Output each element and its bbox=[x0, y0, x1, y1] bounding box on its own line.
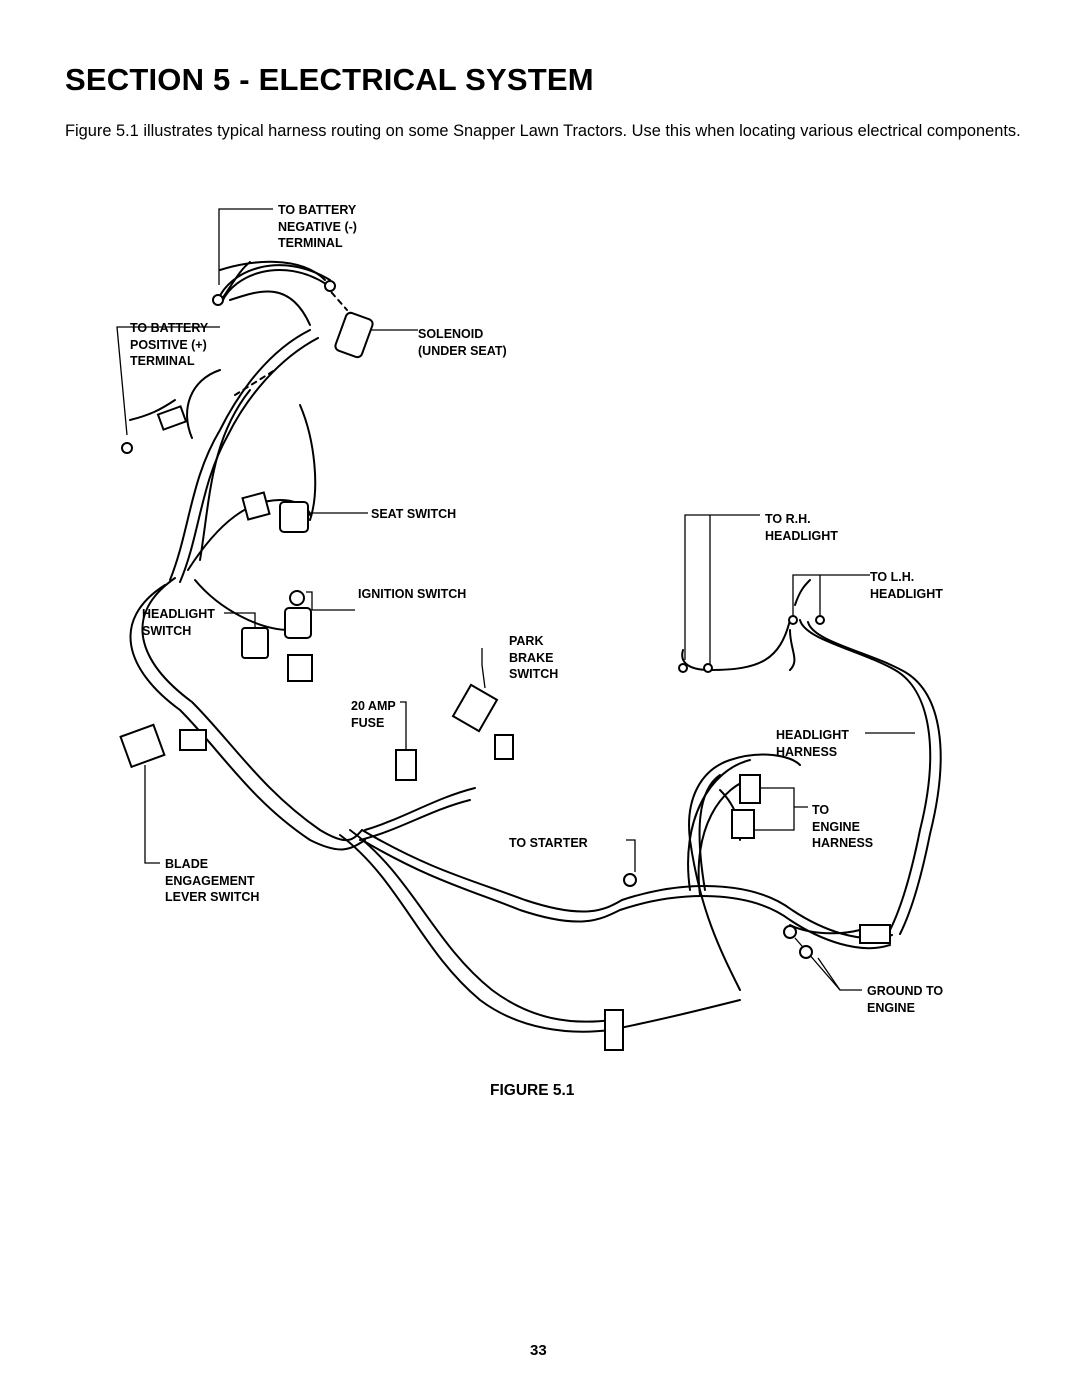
seat-switch-connector bbox=[241, 491, 271, 521]
wiring-harness-figure: TO BATTERY NEGATIVE (-) TERMINAL TO BATT… bbox=[100, 190, 1000, 1090]
blade-switch-body bbox=[119, 723, 166, 769]
label-seat-switch: SEAT SWITCH bbox=[371, 507, 457, 521]
components bbox=[119, 280, 891, 1051]
harness-drawing bbox=[116, 208, 942, 1051]
ignition-switch-body bbox=[284, 607, 312, 639]
lh-headlight-terminal-2 bbox=[815, 615, 825, 625]
page-number: 33 bbox=[530, 1342, 547, 1359]
park-brake-switch-body bbox=[451, 683, 499, 733]
label-engine-harness: TO ENGINE HARNESS bbox=[812, 803, 874, 850]
label-to-starter: TO STARTER bbox=[509, 836, 588, 850]
page-title: SECTION 5 - ELECTRICAL SYSTEM bbox=[65, 62, 594, 97]
label-fuse: 20 AMP FUSE bbox=[351, 699, 396, 730]
starter-terminal bbox=[623, 873, 637, 887]
rh-headlight-terminal-1 bbox=[678, 663, 688, 673]
label-headlight-harness: HEADLIGHT HARNESS bbox=[776, 728, 849, 759]
harness-clamp bbox=[604, 1009, 624, 1051]
ground-connector bbox=[859, 924, 891, 944]
fuse-holder bbox=[395, 749, 417, 781]
battery-positive-connector bbox=[156, 405, 188, 431]
battery-positive-terminal bbox=[121, 442, 133, 454]
lh-headlight-terminal-1 bbox=[788, 615, 798, 625]
park-brake-plug bbox=[494, 734, 514, 760]
engine-connector-2 bbox=[731, 809, 755, 839]
ignition-key bbox=[289, 590, 305, 606]
ground-eyelet-2 bbox=[799, 945, 813, 959]
ground-eyelet-1 bbox=[783, 925, 797, 939]
label-battery-positive: TO BATTERY POSITIVE (+) TERMINAL bbox=[130, 321, 209, 368]
label-solenoid: SOLENOID (UNDER SEAT) bbox=[418, 327, 507, 358]
blade-switch-connector bbox=[179, 729, 207, 751]
battery-negative-lead bbox=[217, 264, 331, 303]
figure-caption: FIGURE 5.1 bbox=[490, 1082, 575, 1099]
label-park-brake-switch: PARK BRAKE SWITCH bbox=[509, 634, 559, 681]
label-blade-engagement: BLADE ENGAGEMENT LEVER SWITCH bbox=[165, 857, 260, 904]
ignition-plug bbox=[287, 654, 313, 682]
solenoid-body bbox=[334, 311, 374, 359]
headlight-harness bbox=[681, 579, 942, 935]
battery-negative-terminal-2 bbox=[324, 280, 336, 292]
engine-connector-1 bbox=[739, 774, 761, 804]
battery-negative-terminal bbox=[212, 294, 224, 306]
label-battery-negative: TO BATTERY NEGATIVE (-) TERMINAL bbox=[278, 203, 357, 250]
label-rh-headlight: TO R.H. HEADLIGHT bbox=[765, 512, 838, 543]
rh-headlight-terminal-2 bbox=[703, 663, 713, 673]
upper-branch bbox=[129, 260, 348, 631]
headlight-switch-body bbox=[241, 627, 269, 659]
intro-paragraph: Figure 5.1 illustrates typical harness r… bbox=[65, 122, 1021, 140]
label-headlight-switch: HEADLIGHT SWITCH bbox=[142, 607, 215, 638]
label-lh-headlight: TO L.H. HEADLIGHT bbox=[870, 570, 943, 601]
label-ignition-switch: IGNITION SWITCH bbox=[358, 587, 467, 601]
main-harness bbox=[129, 577, 893, 1033]
label-ground-to-engine: GROUND TO ENGINE bbox=[867, 984, 944, 1015]
seat-switch-body bbox=[279, 501, 309, 533]
